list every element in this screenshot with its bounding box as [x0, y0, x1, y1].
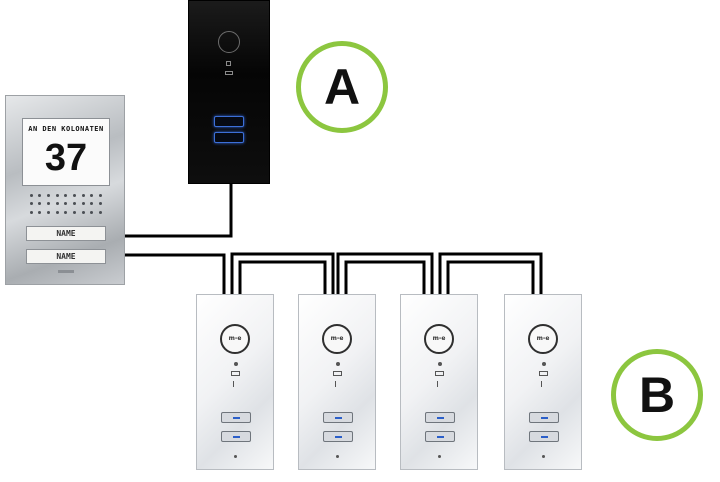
brand-logo: m-e	[536, 335, 550, 342]
led-icon	[234, 362, 238, 366]
indoor-unit-b-4: m-e	[504, 294, 582, 470]
door-open-key[interactable]	[221, 431, 251, 442]
talk-key[interactable]	[323, 412, 353, 423]
brand-logo: m-e	[432, 335, 446, 342]
status-icon	[226, 61, 231, 66]
microphone-icon	[336, 455, 339, 458]
status-icon	[539, 371, 548, 376]
talk-key[interactable]	[425, 412, 455, 423]
talk-key[interactable]	[529, 412, 559, 423]
house-number: 37	[44, 137, 88, 179]
speaker-grille	[28, 194, 104, 216]
mute-icon	[437, 381, 443, 387]
label-b-badge: B	[611, 349, 703, 441]
microphone-icon	[438, 455, 441, 458]
status-icon	[231, 371, 240, 376]
status-icon	[333, 371, 342, 376]
label-b-text: B	[638, 367, 676, 423]
logo-ring-icon: m-e	[322, 324, 352, 354]
logo-ring-icon: m-e	[220, 324, 250, 354]
wire-u1-u2-loop	[238, 260, 327, 294]
indoor-unit-b-2: m-e	[298, 294, 376, 470]
label-a-text: A	[323, 59, 361, 115]
door-station: AN DEN KOLONATEN 37 NAME NAME	[5, 95, 125, 285]
mute-icon	[541, 381, 547, 387]
talk-key[interactable]	[221, 412, 251, 423]
status-icon	[435, 371, 444, 376]
door-open-key[interactable]	[529, 431, 559, 442]
wire-u1-u2-outer	[230, 252, 335, 294]
talk-key[interactable]	[214, 116, 244, 127]
microphone-icon	[234, 455, 237, 458]
wire-u2-u3-loop	[344, 260, 426, 294]
indoor-unit-b-1: m-e	[196, 294, 274, 470]
microphone-icon	[542, 455, 545, 458]
wire-door-to-unit-a	[125, 184, 233, 238]
brand-plate	[58, 270, 74, 273]
indoor-unit-a	[188, 0, 270, 184]
led-icon	[438, 362, 442, 366]
door-open-key[interactable]	[323, 431, 353, 442]
indoor-unit-b-3: m-e	[400, 294, 478, 470]
name-button-2[interactable]: NAME	[26, 249, 106, 264]
logo-ring-icon: m-e	[528, 324, 558, 354]
door-open-key[interactable]	[425, 431, 455, 442]
mute-icon	[335, 381, 341, 387]
wire-bus-main	[125, 253, 226, 294]
wire-u3-u4-loop	[446, 260, 535, 294]
logo-ring-icon	[218, 31, 240, 53]
wire-u3-u4-inner	[438, 252, 543, 294]
name-button-1[interactable]: NAME	[26, 226, 106, 241]
brand-logo: m-e	[330, 335, 344, 342]
mute-icon	[233, 381, 239, 387]
led-icon	[542, 362, 546, 366]
house-number-display: AN DEN KOLONATEN 37	[22, 118, 110, 186]
brand-logo: m-e	[228, 335, 242, 342]
street-name: AN DEN KOLONATEN	[28, 125, 104, 133]
led-icon	[336, 362, 340, 366]
label-a-badge: A	[296, 41, 388, 133]
wire-u2-u3-inner	[336, 252, 434, 294]
logo-ring-icon: m-e	[424, 324, 454, 354]
door-open-key[interactable]	[214, 132, 244, 143]
mute-icon	[225, 71, 233, 75]
